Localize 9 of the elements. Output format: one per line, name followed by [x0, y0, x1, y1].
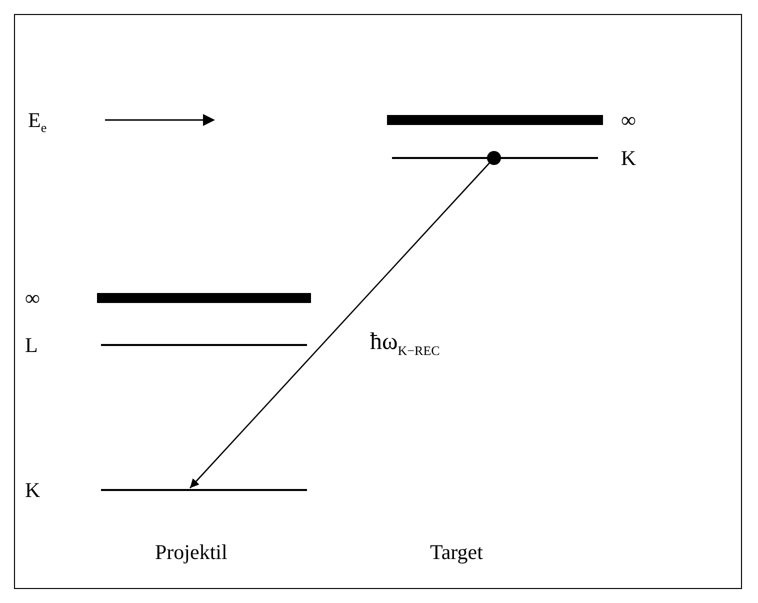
level-label: K [620, 146, 636, 170]
level-label: ∞ [25, 286, 40, 310]
level-label: L [25, 333, 38, 357]
axis-caption: Target [430, 540, 483, 564]
transition-arrow [190, 151, 501, 488]
energy-label: E$_{e}$ [28, 108, 47, 138]
axis-caption: Projektil [155, 540, 228, 564]
level-label: ∞ [621, 108, 636, 132]
level-label: K [25, 478, 40, 502]
